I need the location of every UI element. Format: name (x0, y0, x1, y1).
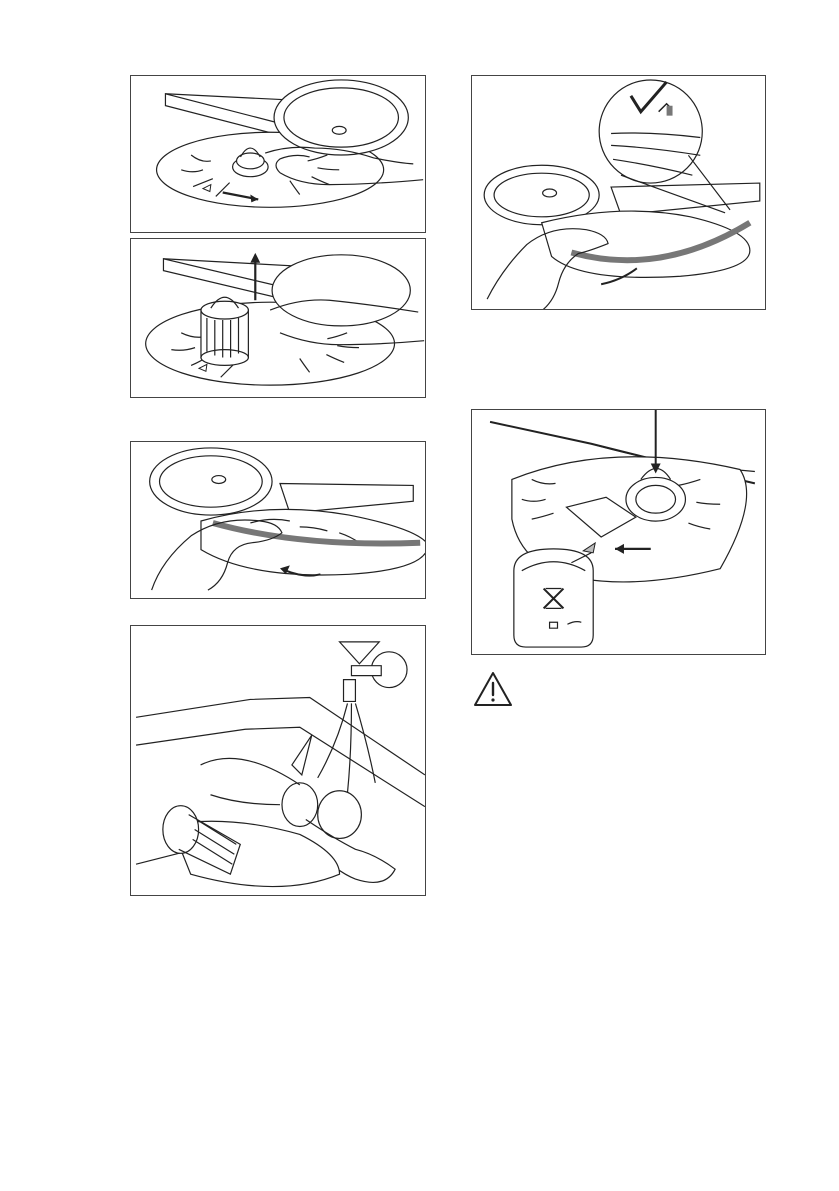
flat-filter-reinsert-drawing (472, 76, 765, 309)
illustration-flat-filter-reinsert (471, 75, 766, 310)
illustration-filter-lift (130, 238, 426, 398)
illustration-rinse-filters (130, 625, 426, 896)
illustration-filter-unlock (130, 75, 426, 233)
filter-lift-drawing (131, 239, 425, 397)
illustration-filter-lock (471, 409, 766, 655)
illustration-flat-filter-remove (130, 441, 426, 599)
warning-triangle-icon (472, 670, 514, 708)
rinse-filters-drawing (131, 626, 425, 895)
filter-unlock-drawing (131, 76, 425, 232)
flat-filter-remove-drawing (131, 442, 425, 598)
filter-lock-drawing (472, 410, 765, 654)
